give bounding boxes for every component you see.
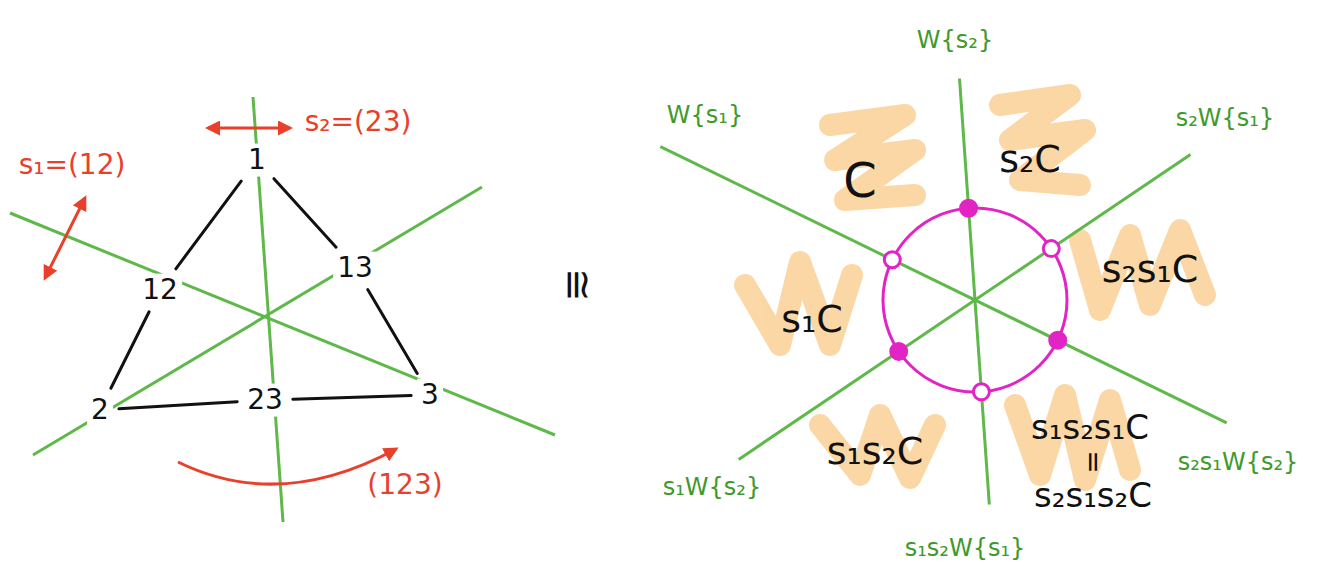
generator-label: s₂=(23) bbox=[305, 107, 412, 138]
wall-lines bbox=[660, 79, 1226, 505]
generator-label: (123) bbox=[367, 470, 442, 501]
mirror-line bbox=[33, 187, 482, 455]
generator-label: s₁=(12) bbox=[19, 150, 126, 181]
gallery-loop bbox=[883, 200, 1067, 400]
open-vertex bbox=[884, 252, 900, 268]
chamber-label: s₁s₂s₁C bbox=[1031, 409, 1149, 446]
open-vertex bbox=[1043, 241, 1059, 257]
reflection-arrow bbox=[45, 198, 85, 278]
isomorphism-sign: ≅ bbox=[556, 268, 600, 302]
wall-label: s₁W{s₂} bbox=[663, 474, 762, 500]
triangle-side bbox=[111, 312, 149, 388]
triangle-side bbox=[119, 402, 237, 409]
chamber-shading bbox=[1080, 230, 1205, 310]
loop-path bbox=[883, 208, 1067, 392]
triangle-side bbox=[176, 181, 241, 269]
filled-vertex bbox=[891, 343, 907, 359]
vertex-label: 3 bbox=[417, 379, 443, 412]
vertex-label: 13 bbox=[333, 252, 377, 285]
wall-label: s₂s₁W{s₂} bbox=[1178, 449, 1299, 475]
equals-sign: = bbox=[1078, 450, 1109, 473]
filled-vertex bbox=[961, 200, 977, 216]
filled-vertex bbox=[1050, 332, 1066, 348]
mirror-lines bbox=[10, 97, 555, 522]
vertex-text: 23 bbox=[247, 385, 283, 416]
chamber-label: s₂C bbox=[999, 139, 1061, 181]
mirror-line bbox=[10, 213, 555, 435]
chamber-label: s₂s₁s₂C bbox=[1034, 477, 1152, 514]
wall-line bbox=[739, 155, 1191, 460]
chamber-label: s₂s₁C bbox=[1102, 249, 1199, 291]
triangle-side bbox=[274, 179, 336, 247]
triangle-side bbox=[368, 290, 418, 374]
chamber-label: s₁s₂C bbox=[827, 431, 924, 473]
vertex-label: 1 bbox=[244, 144, 270, 177]
wall-label: s₂W{s₁} bbox=[1176, 105, 1275, 131]
chamber-label: s₁C bbox=[781, 299, 843, 341]
chamber-label: C bbox=[843, 154, 877, 207]
vertex-text: 1 bbox=[248, 145, 266, 176]
wall-label: W{s₂} bbox=[917, 27, 993, 53]
vertex-label: 2 bbox=[87, 394, 113, 427]
chamber-shading bbox=[1000, 95, 1085, 185]
vertex-text: 12 bbox=[142, 275, 178, 306]
open-vertex bbox=[973, 384, 989, 400]
reflection-arrow bbox=[208, 127, 290, 130]
vertex-text: 13 bbox=[337, 253, 373, 284]
wall-label: s₁s₂W{s₁} bbox=[905, 535, 1026, 561]
vertex-text: 3 bbox=[421, 380, 439, 411]
chamber-shading bbox=[745, 262, 852, 345]
generator-arrows bbox=[45, 128, 396, 484]
chamber-shading bbox=[820, 415, 935, 478]
wall-label: W{s₁} bbox=[667, 102, 743, 128]
vertex-label: 23 bbox=[243, 384, 287, 417]
triangle-side bbox=[293, 396, 411, 400]
wall-line bbox=[960, 79, 990, 505]
vertex-text: 2 bbox=[91, 395, 109, 426]
vertex-label: 12 bbox=[138, 274, 182, 307]
rotation-arrow bbox=[178, 449, 396, 484]
